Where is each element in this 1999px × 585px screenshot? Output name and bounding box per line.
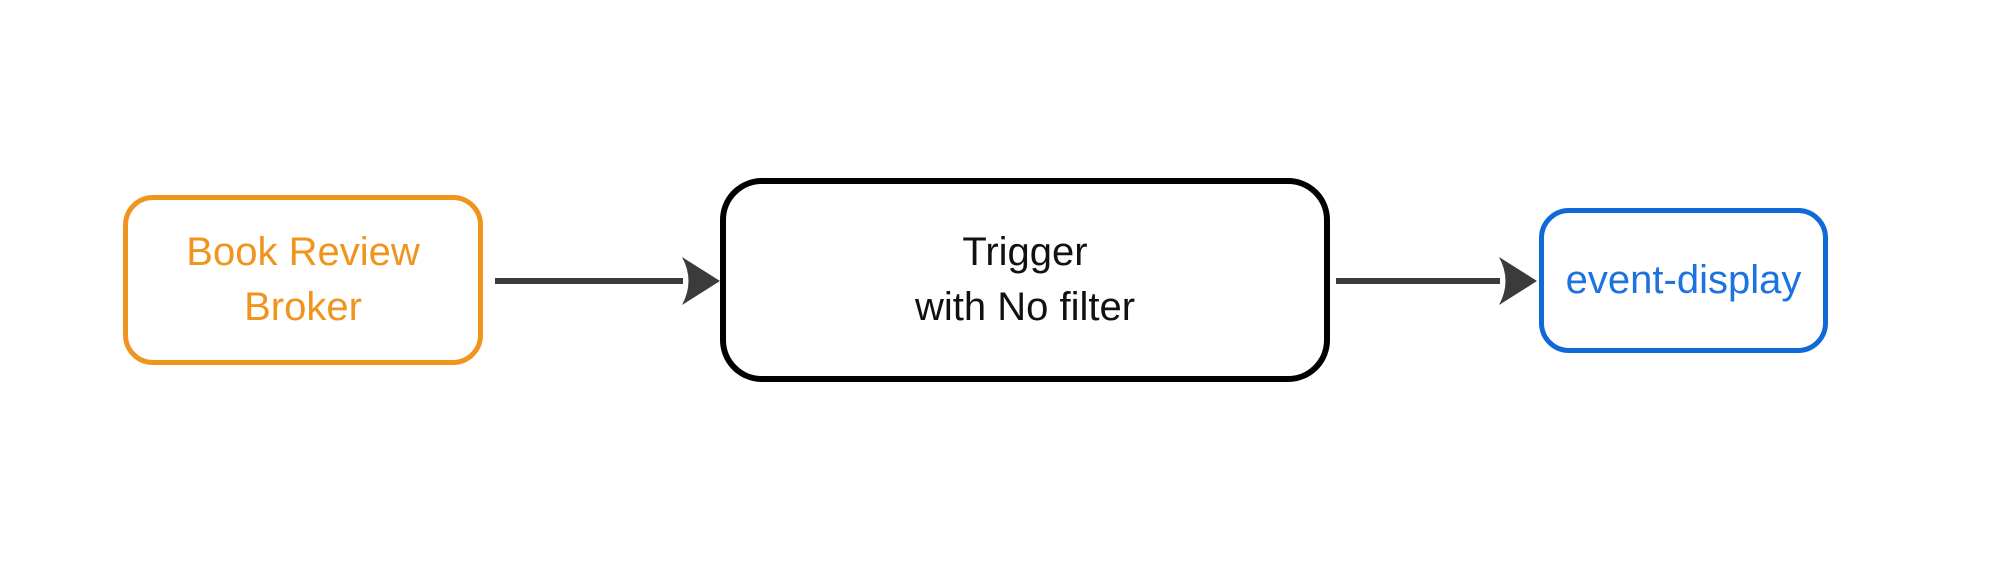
- node-event-display: event-display: [1539, 208, 1828, 353]
- node-trigger: Trigger with No filter: [720, 178, 1330, 382]
- node-broker-label-line1: Book Review: [186, 230, 420, 274]
- node-broker: Book Review Broker: [123, 195, 483, 365]
- node-event-display-label: event-display: [1565, 258, 1802, 302]
- node-broker-label-line2: Broker: [244, 285, 362, 329]
- node-trigger-label-line1: Trigger: [962, 230, 1088, 274]
- node-trigger-label-line2: with No filter: [914, 285, 1136, 329]
